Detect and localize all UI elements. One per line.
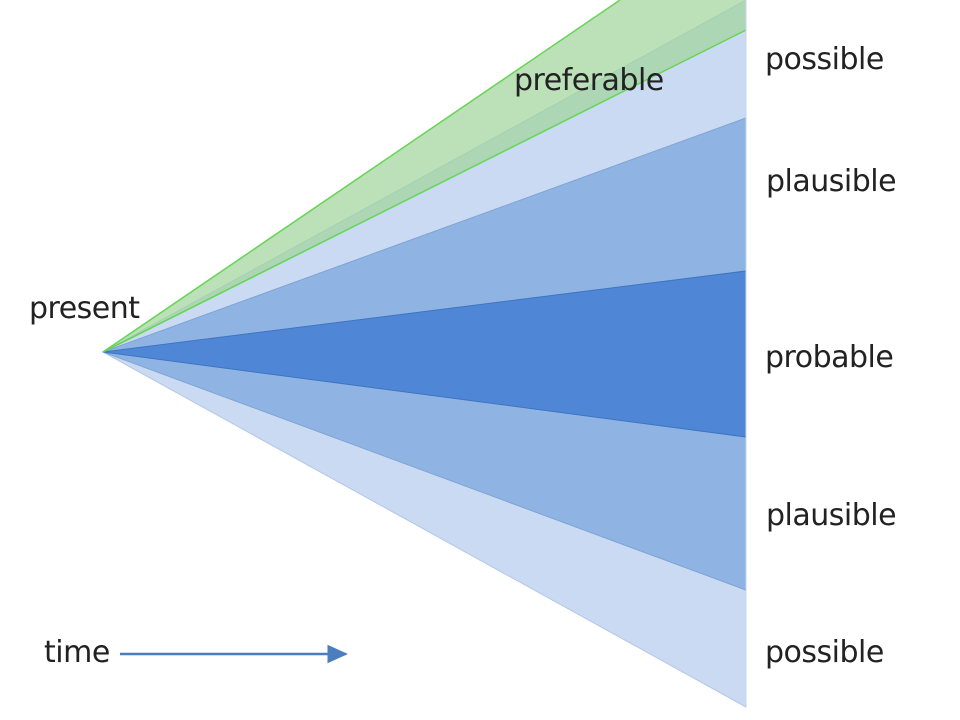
possible-label-bottom: possible <box>765 635 884 670</box>
possible-label-top: possible <box>765 42 884 77</box>
preferable-label: preferable <box>514 63 664 98</box>
preferable-upper-edge <box>102 0 621 353</box>
plausible-label-top: plausible <box>766 164 897 199</box>
probable-label: probable <box>765 340 894 375</box>
preferable-wedge <box>103 0 746 352</box>
plausible-label-bottom: plausible <box>766 498 897 533</box>
present-label: present <box>29 291 140 326</box>
time-label: time <box>44 635 110 670</box>
preferable-lower-edge <box>102 29 747 353</box>
